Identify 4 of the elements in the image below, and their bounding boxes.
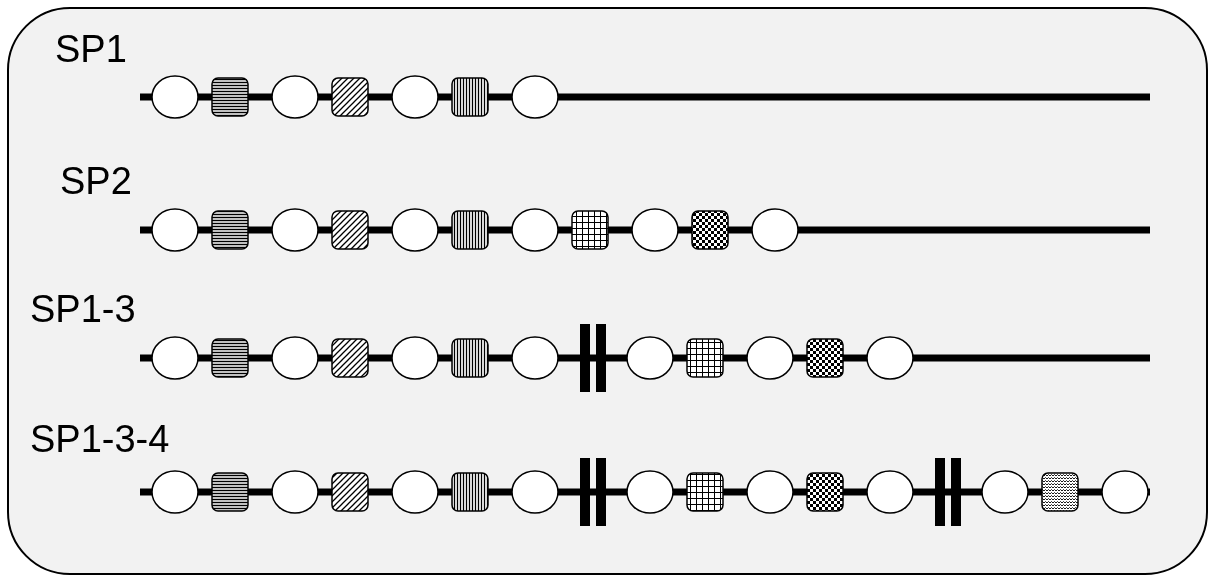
construct-label: SP1-3 [30, 290, 136, 328]
construct-label: SP1-3-4 [30, 420, 170, 458]
construct-label: SP2 [60, 162, 132, 200]
construct-label: SP1 [55, 30, 127, 68]
